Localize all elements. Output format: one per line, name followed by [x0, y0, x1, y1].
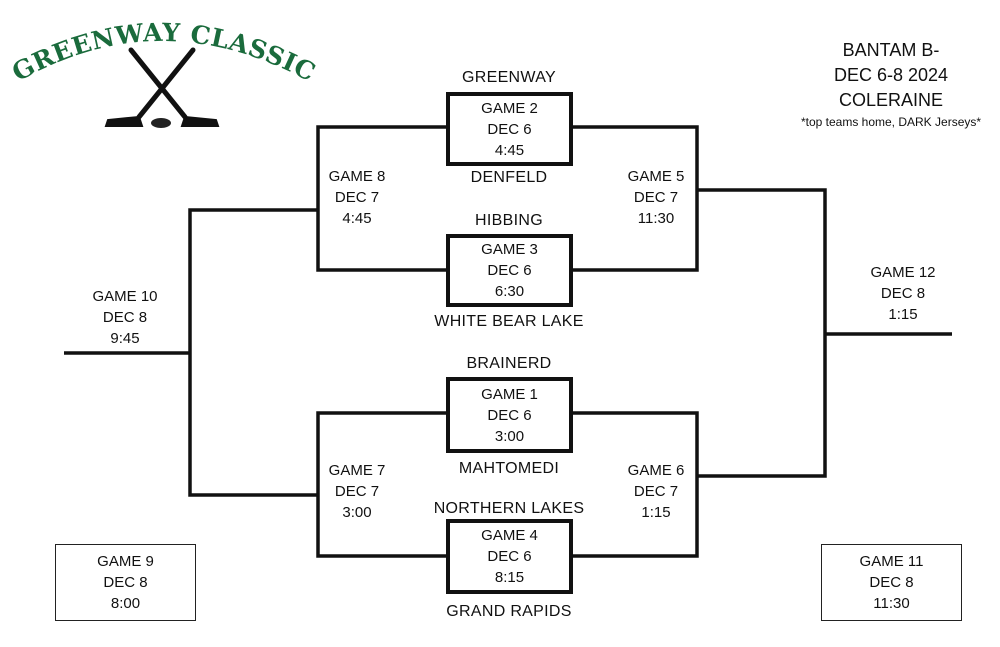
game-6-date: DEC 7: [633, 483, 679, 500]
bracket-line-game12: [697, 188, 952, 478]
game-9-date: DEC 8: [103, 574, 148, 591]
game-10-name: GAME 10: [92, 288, 158, 305]
game-3-box: GAME 3 DEC 6 6:30: [446, 234, 573, 307]
game-4-time: 8:15: [494, 569, 525, 586]
team-northern-lakes: NORTHERN LAKES: [433, 500, 585, 517]
game-10-time: 9:45: [110, 330, 140, 347]
game-2-time: 4:45: [494, 141, 525, 159]
team-denfeld: DENFELD: [470, 169, 548, 186]
bracket-line-game5: [572, 125, 699, 272]
game-10-date: DEC 8: [102, 309, 148, 326]
game-10-label: GAME 10 DEC 8 9:45: [92, 286, 157, 349]
game-9-box: GAME 9 DEC 8 8:00: [55, 544, 196, 621]
game-5-time: 11:30: [637, 210, 675, 227]
team-white-bear-lake: WHITE BEAR LAKE: [434, 313, 584, 330]
team-greenway: GREENWAY: [462, 69, 556, 86]
bracket-line-game10: [64, 208, 318, 497]
game-4-name: GAME 4: [481, 527, 538, 544]
game-11-name: GAME 11: [859, 553, 924, 570]
game-7-date: DEC 7: [334, 483, 380, 500]
game-7-name: GAME 7: [328, 462, 386, 479]
game-4-box: GAME 4 DEC 6 8:15: [446, 519, 573, 594]
game-2-name: GAME 2: [481, 99, 538, 117]
game-9-name: GAME 9: [97, 553, 154, 570]
division-label: BANTAM B-: [842, 40, 940, 60]
game-2-box: GAME 2 DEC 6 4:45: [446, 92, 573, 166]
game-3-time: 6:30: [494, 283, 525, 300]
team-hibbing: HIBBING: [475, 212, 543, 229]
crossed-hockey-sticks-icon: [104, 47, 220, 127]
puck-icon: [151, 118, 171, 128]
game-5-name: GAME 5: [627, 168, 685, 185]
game-4-date: DEC 6: [487, 548, 532, 565]
game-3-name: GAME 3: [481, 241, 538, 258]
game-12-label: GAME 12 DEC 8 1:15: [870, 262, 935, 325]
game-1-date: DEC 6: [487, 406, 532, 424]
team-brainerd: BRAINERD: [466, 355, 552, 372]
game-6-time: 1:15: [641, 504, 671, 521]
game-12-time: 1:15: [888, 306, 918, 323]
game-2-date: DEC 6: [487, 120, 532, 138]
game-7-time: 3:00: [342, 504, 372, 521]
game-7-label: GAME 7 DEC 7 3:00: [329, 460, 386, 523]
game-11-time: 11:30: [873, 595, 910, 612]
logo: GREENWAY CLASSIC: [7, 20, 320, 128]
game-9-time: 8:00: [110, 595, 141, 612]
game-8-time: 4:45: [342, 210, 372, 227]
team-grand-rapids: GRAND RAPIDS: [446, 603, 572, 620]
game-1-time: 3:00: [494, 427, 525, 445]
game-5-label: GAME 5 DEC 7 11:30: [628, 166, 685, 229]
game-1-box: GAME 1 DEC 6 3:00: [446, 377, 573, 453]
game-8-name: GAME 8: [328, 168, 386, 185]
jersey-note: *top teams home, DARK Jerseys*: [800, 115, 982, 129]
bracket-line-game7: [316, 411, 446, 558]
game-6-label: GAME 6 DEC 7 1:15: [628, 460, 685, 523]
bracket-line-game6: [572, 411, 699, 558]
game-5-date: DEC 7: [633, 189, 679, 206]
bracket-line-game8: [316, 125, 446, 272]
dates-label: DEC 6-8 2024: [833, 65, 949, 85]
game-8-label: GAME 8 DEC 7 4:45: [329, 166, 386, 229]
game-8-date: DEC 7: [334, 189, 380, 206]
game-11-box: GAME 11 DEC 8 11:30: [821, 544, 962, 621]
tournament-info: BANTAM B- DEC 6-8 2024 COLERAINE *top te…: [801, 38, 981, 131]
location-label: COLERAINE: [838, 90, 944, 110]
game-3-date: DEC 6: [487, 262, 532, 279]
game-12-date: DEC 8: [880, 285, 926, 302]
game-12-name: GAME 12: [870, 264, 936, 281]
game-11-date: DEC 8: [869, 574, 914, 591]
game-1-name: GAME 1: [481, 385, 538, 403]
game-6-name: GAME 6: [627, 462, 685, 479]
team-mahtomedi: MAHTOMEDI: [458, 460, 560, 477]
